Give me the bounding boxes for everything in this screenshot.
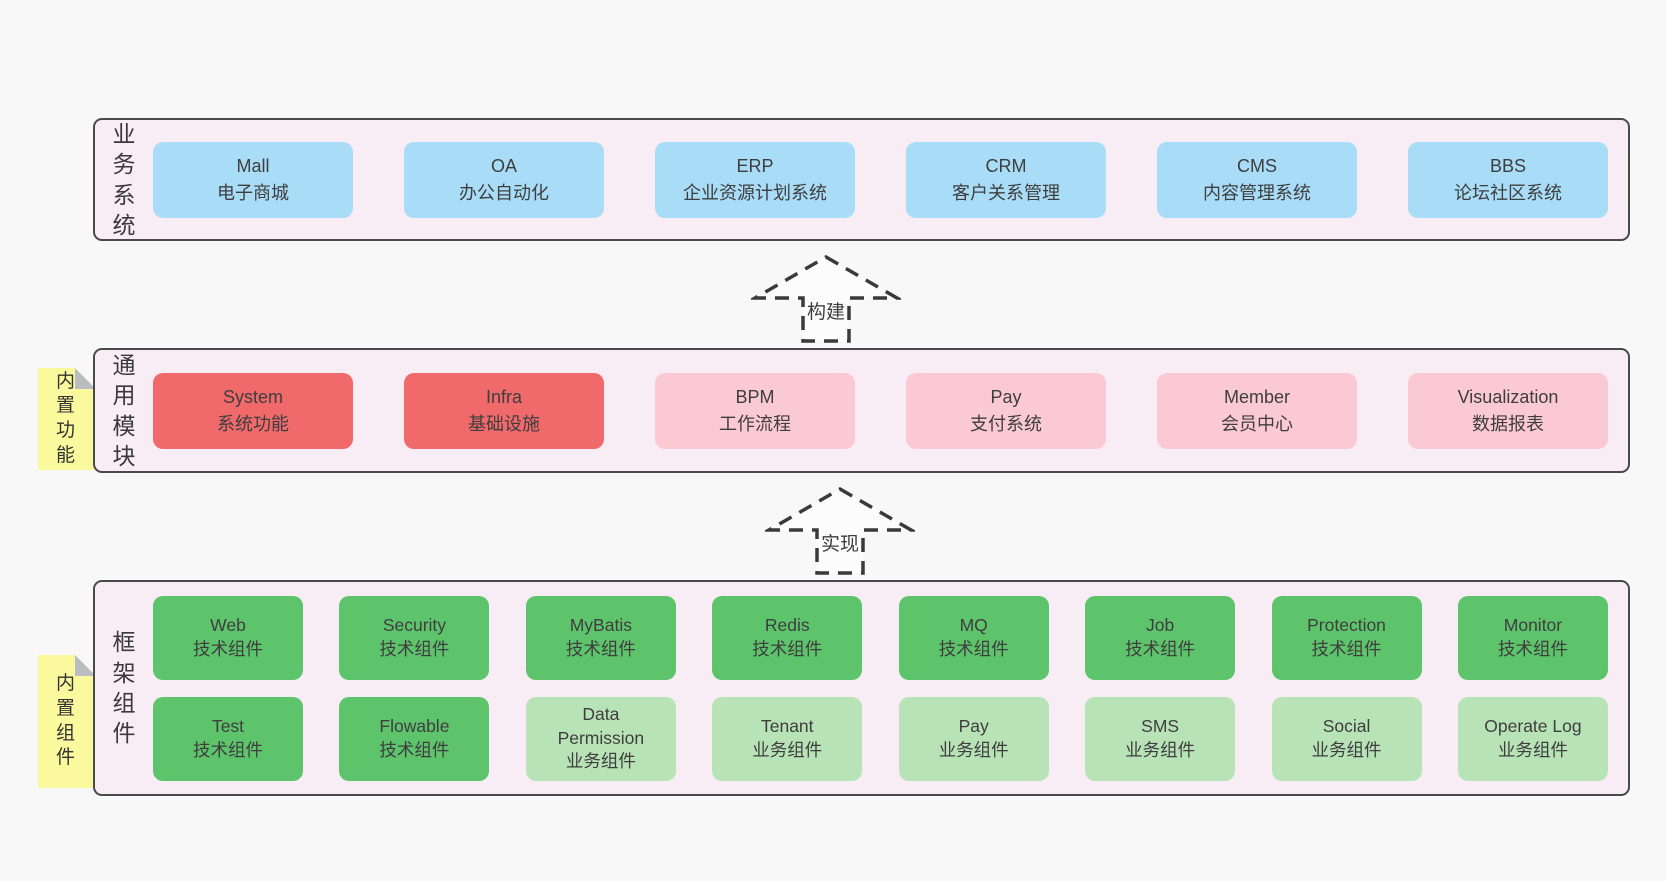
box-oa: OA 办公自动化 (404, 141, 604, 218)
box-pay: Pay 支付系统 (906, 372, 1106, 449)
box-monitor: Monitor 技术组件 (1457, 595, 1608, 680)
common-modules-panel: 通用模块 System 系统功能 Infra 基础设施 BPM 工作流程 Pay… (93, 348, 1630, 473)
box-flowable: Flowable 技术组件 (339, 696, 490, 781)
builtin-components-note: 内置组件 (38, 655, 96, 788)
panel-label-text: 框架组件 (112, 629, 136, 747)
builtin-features-note: 内置功能 (38, 368, 96, 470)
business-systems-panel: 业务系统 Mall 电子商城 OA 办公自动化 ERP 企业资源计划系统 CRM… (93, 118, 1630, 241)
box-cms: CMS 内容管理系统 (1157, 141, 1357, 218)
framework-components-panel-label: 框架组件 (95, 582, 153, 794)
box-redis: Redis 技术组件 (712, 595, 863, 680)
box-job: Job 技术组件 (1085, 595, 1236, 680)
implement-arrow-label: 实现 (821, 533, 859, 555)
box-mybatis: MyBatis 技术组件 (525, 595, 676, 680)
box-operate-log: Operate Log 业务组件 (1457, 696, 1608, 781)
business-systems-panel-label: 业务系统 (95, 120, 153, 239)
framework-components-row-2: Test 技术组件 Flowable 技术组件 Data Permission … (153, 696, 1608, 781)
box-visualization: Visualization 数据报表 (1408, 372, 1608, 449)
box-social: Social 业务组件 (1271, 696, 1422, 781)
box-tenant: Tenant 业务组件 (712, 696, 863, 781)
framework-components-boxes: Web 技术组件 Security 技术组件 MyBatis 技术组件 Redi… (153, 582, 1628, 794)
builtin-components-note-label: 内置组件 (55, 673, 75, 769)
box-security: Security 技术组件 (339, 595, 490, 680)
box-protection: Protection 技术组件 (1271, 595, 1422, 680)
box-mq: MQ 技术组件 (898, 595, 1049, 680)
box-mall: Mall 电子商城 (153, 141, 353, 218)
panel-label-text: 业务系统 (112, 120, 136, 238)
box-pay-biz: Pay 业务组件 (898, 696, 1049, 781)
business-systems-boxes: Mall 电子商城 OA 办公自动化 ERP 企业资源计划系统 CRM 客户关系… (153, 120, 1628, 239)
box-bpm: BPM 工作流程 (655, 372, 855, 449)
panel-label-text: 通用模块 (112, 351, 136, 469)
common-modules-panel-label: 通用模块 (95, 350, 153, 471)
implement-arrow: 实现 (765, 486, 915, 575)
builtin-features-note-label: 内置功能 (55, 370, 75, 466)
framework-components-panel: 框架组件 Web 技术组件 Security 技术组件 MyBatis 技术组件… (93, 580, 1630, 796)
box-data-permission: Data Permission 业务组件 (525, 696, 676, 781)
common-modules-boxes: System 系统功能 Infra 基础设施 BPM 工作流程 Pay 支付系统… (153, 350, 1628, 471)
build-arrow: 构建 (751, 254, 901, 343)
framework-components-row-1: Web 技术组件 Security 技术组件 MyBatis 技术组件 Redi… (153, 595, 1608, 680)
build-arrow-shape (751, 254, 901, 343)
build-arrow-label: 构建 (807, 301, 845, 323)
box-erp: ERP 企业资源计划系统 (655, 141, 855, 218)
box-member: Member 会员中心 (1157, 372, 1357, 449)
box-crm: CRM 客户关系管理 (906, 141, 1106, 218)
box-web: Web 技术组件 (153, 595, 303, 680)
box-infra: Infra 基础设施 (404, 372, 604, 449)
box-bbs: BBS 论坛社区系统 (1408, 141, 1608, 218)
box-system: System 系统功能 (153, 372, 353, 449)
implement-arrow-shape (765, 486, 915, 575)
box-test: Test 技术组件 (153, 696, 303, 781)
box-sms: SMS 业务组件 (1085, 696, 1236, 781)
